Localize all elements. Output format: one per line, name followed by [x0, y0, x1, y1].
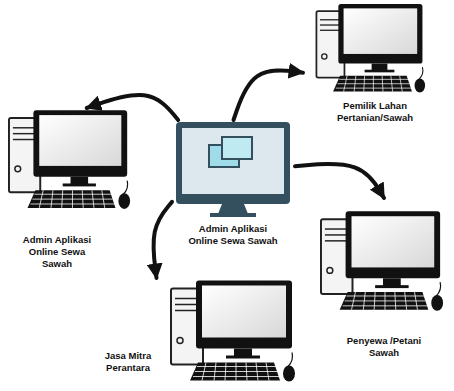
node-label: Admin Aplikasi Online Sewa Sawah	[183, 223, 283, 247]
curved-arrow	[234, 70, 304, 120]
curved-arrow	[295, 164, 384, 198]
node-label-group: Admin Aplikasi Online Sewa Sawah	[18, 234, 96, 270]
node-label: Penyewa /Petani Sawah	[342, 335, 426, 359]
computer-icon	[171, 281, 295, 382]
node-label: Pemilik Lahan Pertanian/Sawah	[331, 100, 419, 124]
node-label-group: Admin Aplikasi Online Sewa Sawah	[183, 223, 283, 247]
node-label-group: Jasa Mitra Perantara	[97, 350, 159, 374]
node-label: Jasa Mitra Perantara	[97, 350, 159, 374]
curved-arrow	[87, 95, 178, 120]
computer-node: Penyewa /Petani Sawah	[318, 198, 450, 365]
computer-node: Admin Aplikasi Online Sewa Sawah	[172, 120, 295, 252]
computer-node: Pemilik Lahan Pertanian/Sawah	[303, 5, 445, 128]
central-monitor	[176, 122, 290, 217]
computer-icon	[9, 110, 130, 209]
node-label-group: Penyewa /Petani Sawah	[342, 335, 426, 359]
computer-node: Admin Aplikasi Online Sewa Sawah	[8, 108, 135, 272]
computer-icon	[321, 211, 443, 310]
node-label: Admin Aplikasi Online Sewa Sawah	[18, 234, 96, 270]
computer-node: Jasa Mitra Perantara	[95, 278, 300, 388]
computer-icon	[316, 4, 425, 92]
node-label-group: Pemilik Lahan Pertanian/Sawah	[331, 100, 419, 124]
curved-arrow	[154, 202, 172, 278]
